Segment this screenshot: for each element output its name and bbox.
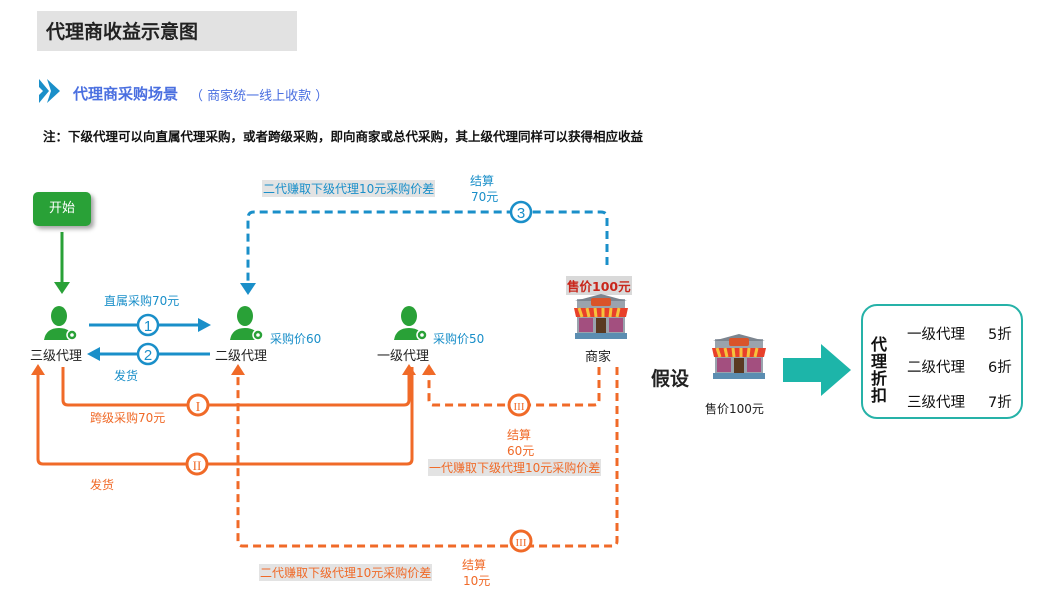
svg-text:III: III bbox=[516, 537, 527, 549]
badge-step-1: 1 bbox=[136, 313, 160, 337]
agent3-label: 三级代理 bbox=[30, 349, 83, 364]
discount-rate-3: 7折 bbox=[988, 395, 1012, 411]
agent-person-icon bbox=[44, 306, 78, 341]
svg-text:I: I bbox=[196, 400, 201, 415]
assumption-title: 假设 bbox=[651, 368, 690, 390]
merchant-price: 售价100元 bbox=[566, 276, 632, 295]
arrow-right-icon bbox=[783, 344, 851, 396]
double-chevron-right-icon bbox=[39, 79, 60, 103]
stepII-label: 发货 bbox=[90, 478, 115, 492]
svg-text:3: 3 bbox=[517, 205, 525, 222]
section-title: 代理商采购场景 bbox=[73, 85, 179, 103]
store-icon bbox=[574, 294, 628, 339]
step2-label: 发货 bbox=[114, 369, 139, 383]
discount-panel bbox=[861, 304, 1023, 419]
step3-settle: 结算 bbox=[470, 174, 495, 188]
flow-settle-70 bbox=[240, 210, 609, 295]
svg-text:III: III bbox=[514, 401, 525, 413]
discount-rate-1: 5折 bbox=[988, 327, 1012, 343]
agent2-price: 采购价60 bbox=[270, 332, 322, 346]
agent2-label: 二级代理 bbox=[215, 349, 268, 364]
section-subtitle: （ 商家统一线上收款 ） bbox=[190, 89, 329, 104]
step3-amount: 70元 bbox=[471, 190, 499, 204]
agent-person-icon bbox=[394, 306, 428, 341]
step1-label: 直属采购70元 bbox=[104, 294, 180, 308]
note-text: 注：下级代理可以向直属代理采购，或者跨级采购，即向商家或总代采购，其上级代理同样… bbox=[43, 129, 644, 144]
stepIII-b-amount: 10元 bbox=[463, 574, 491, 588]
badge-step-II: II bbox=[185, 452, 209, 476]
discount-level-1: 一级代理 bbox=[907, 327, 965, 343]
assumption-price: 售价100元 bbox=[705, 402, 764, 416]
badge-step-2: 2 bbox=[136, 342, 160, 366]
discount-rate-2: 6折 bbox=[988, 360, 1012, 376]
discount-title: 代理折扣 bbox=[870, 335, 887, 405]
badge-step-III-a: III bbox=[507, 393, 531, 417]
stepIII-b-note: 二代赚取下级代理10元采购价差 bbox=[259, 564, 433, 581]
badge-step-I: I bbox=[186, 393, 210, 417]
svg-text:2: 2 bbox=[144, 347, 152, 364]
svg-text:II: II bbox=[193, 458, 202, 473]
stepIII-a-settle: 结算 bbox=[507, 428, 532, 442]
stepIII-a-note: 一代赚取下级代理10元采购价差 bbox=[428, 459, 602, 476]
flow-cross-ship bbox=[31, 364, 414, 466]
stepIII-b-settle: 结算 bbox=[462, 558, 487, 572]
agent-person-icon bbox=[230, 306, 264, 341]
agent1-label: 一级代理 bbox=[377, 349, 430, 364]
discount-level-3: 三级代理 bbox=[907, 395, 965, 411]
start-arrow bbox=[54, 232, 70, 294]
agent1-price: 采购价50 bbox=[433, 332, 485, 346]
title-background bbox=[37, 11, 297, 51]
discount-level-2: 二级代理 bbox=[907, 360, 965, 376]
start-button[interactable]: 开始 bbox=[33, 192, 91, 226]
merchant-label: 商家 bbox=[585, 350, 612, 365]
svg-text:1: 1 bbox=[144, 318, 152, 335]
badge-step-III-b: III bbox=[509, 529, 533, 553]
stepIII-a-amount: 60元 bbox=[507, 444, 535, 458]
flow-settle-10 bbox=[231, 364, 619, 548]
store-icon bbox=[712, 334, 766, 379]
badge-step-3: 3 bbox=[509, 200, 533, 224]
step3-note: 二代赚取下级代理10元采购价差 bbox=[262, 180, 436, 197]
page-title: 代理商收益示意图 bbox=[46, 21, 199, 43]
stepI-label: 跨级采购70元 bbox=[90, 411, 166, 425]
